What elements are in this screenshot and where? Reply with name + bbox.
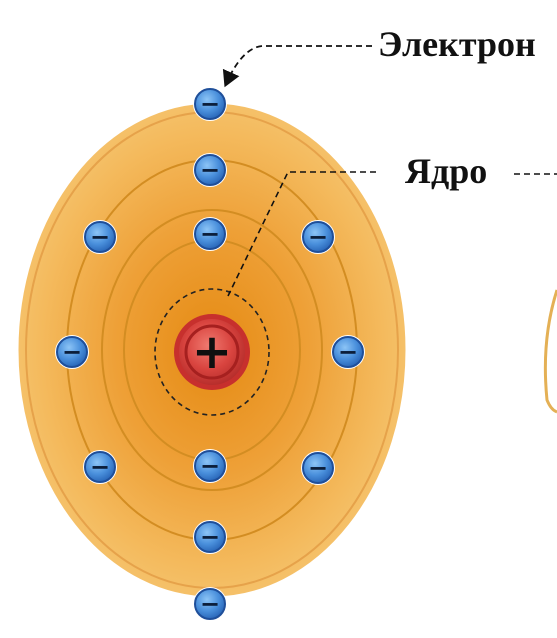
electron: − <box>193 217 227 251</box>
electron-minus-sign: − <box>200 452 220 480</box>
electron-minus-sign: − <box>308 454 328 482</box>
electron: − <box>83 450 117 484</box>
nucleus-label: Ядро <box>405 151 487 191</box>
electron: − <box>83 220 117 254</box>
electron: − <box>193 520 227 554</box>
electron-minus-sign: − <box>200 156 220 184</box>
electron-minus-sign: − <box>200 220 220 248</box>
electron: − <box>331 335 365 369</box>
electron-minus-sign: − <box>200 523 220 551</box>
electron-minus-sign: − <box>200 590 220 618</box>
electron-minus-sign: − <box>200 90 220 118</box>
electron: − <box>193 87 227 121</box>
electron: − <box>55 335 89 369</box>
electron-minus-sign: − <box>90 223 110 251</box>
electron-minus-sign: − <box>62 338 82 366</box>
nucleus: + <box>174 314 250 390</box>
nucleus-plus-sign: + <box>192 324 232 380</box>
electron-label: Электрон <box>378 24 536 64</box>
electron-minus-sign: − <box>338 338 358 366</box>
electron: − <box>301 451 335 485</box>
electron: − <box>193 587 227 621</box>
electron: − <box>301 220 335 254</box>
electron: − <box>193 153 227 187</box>
electron-minus-sign: − <box>308 223 328 251</box>
electron-minus-sign: − <box>90 453 110 481</box>
second-atom-edge <box>545 290 557 412</box>
electron-pointer-line <box>226 46 372 84</box>
electron: − <box>193 449 227 483</box>
